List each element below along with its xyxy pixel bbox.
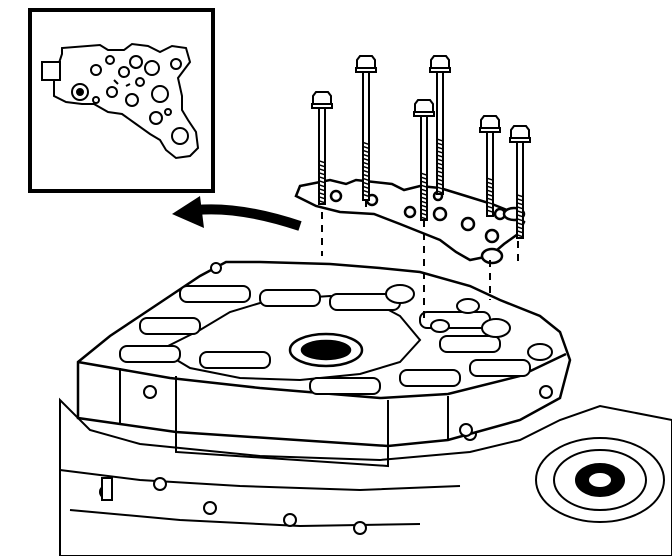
- bolt: [479, 115, 501, 217]
- bolt: [429, 55, 451, 195]
- bolt: [311, 91, 333, 205]
- bolt: [413, 99, 435, 221]
- transmission-case: [59, 397, 672, 556]
- valve-body: [76, 260, 572, 468]
- bolts-group: [311, 55, 531, 239]
- bolt: [355, 55, 377, 201]
- detail-inset: [28, 8, 215, 193]
- callout-arrow: [172, 196, 302, 231]
- inset-plate: [41, 42, 200, 160]
- bolt: [509, 125, 531, 239]
